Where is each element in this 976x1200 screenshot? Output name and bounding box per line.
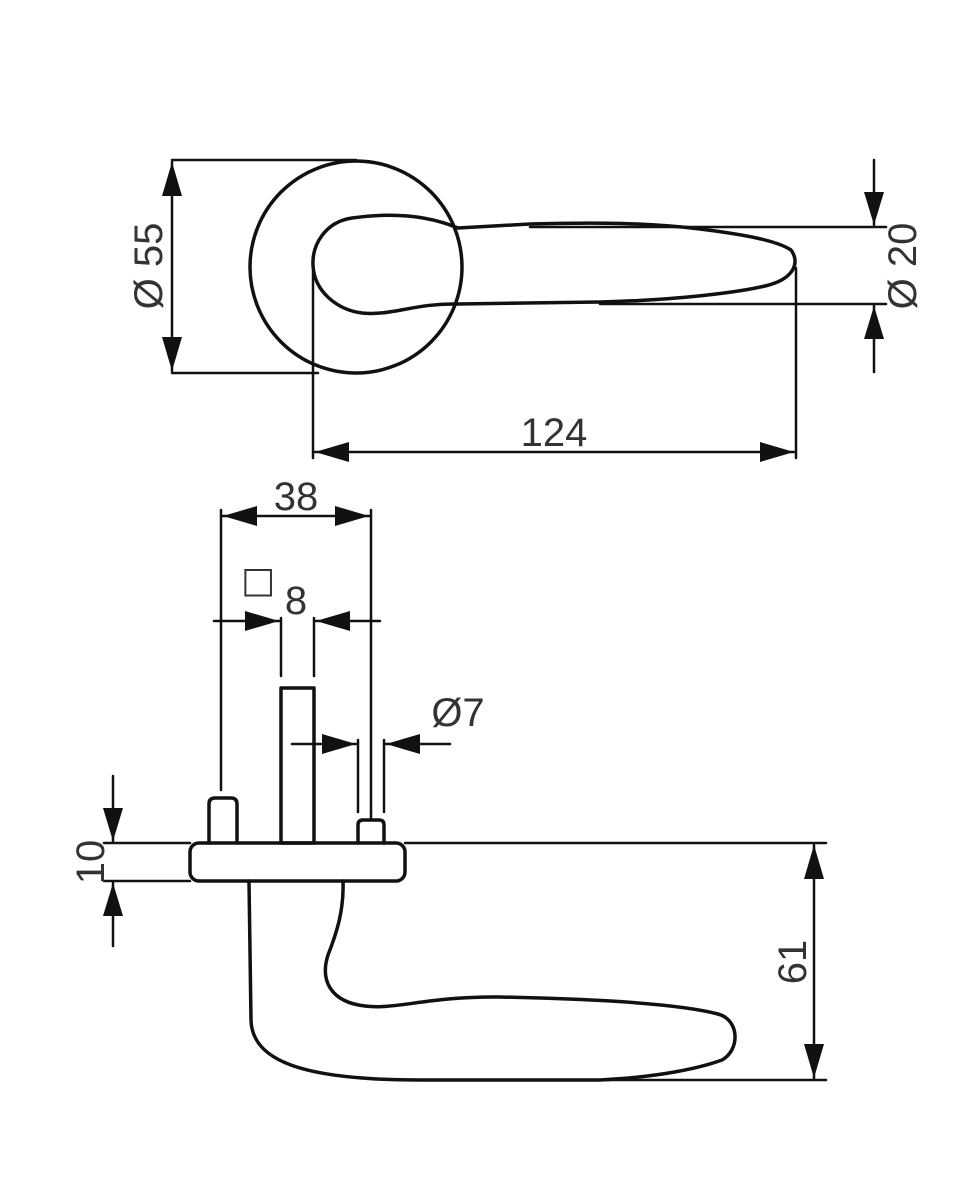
dim-10-arrow-top (103, 808, 123, 841)
side-view: 38 □ 8 Ø7 10 61 (69, 475, 828, 1082)
dim-55-arrow-bottom (162, 337, 182, 371)
dim-55-arrow-top (162, 162, 182, 196)
dim-124-label: 124 (521, 411, 588, 455)
dim-8-arrow-left (245, 611, 279, 631)
fixing-pin-left (207, 796, 239, 845)
dim-20-label: Ø 20 (881, 223, 925, 310)
dim-55-label: Ø 55 (127, 223, 171, 310)
dim-10-label: 10 (69, 840, 113, 885)
dim-38-arrow-right (335, 506, 369, 526)
square-symbol: □ (241, 560, 275, 601)
dim-8-arrow-right (316, 611, 350, 631)
dim-20-arrow-bottom (864, 306, 884, 339)
dim-20-arrow-top (864, 192, 884, 225)
dim-61-arrow-top (804, 845, 824, 879)
dim-124-arrow-right (760, 442, 794, 462)
rose-plate (188, 841, 407, 883)
dim-7-label: Ø7 (431, 691, 484, 735)
top-view: Ø 55 Ø 20 124 (127, 158, 925, 462)
dim-8-label: 8 (285, 579, 307, 623)
dim-61-arrow-bottom (804, 1044, 824, 1078)
dim-38-label: 38 (274, 475, 319, 519)
spindle (279, 686, 316, 845)
dim-10-arrow-bottom (103, 883, 123, 916)
lever-side-outline (247, 879, 737, 1082)
dim-124-arrow-left (315, 442, 349, 462)
dim-61-label: 61 (771, 940, 815, 985)
lever-top-outline (311, 213, 797, 316)
dim-38-arrow-left (223, 506, 257, 526)
rose-outline (248, 159, 464, 375)
dim-7-arrow-left (322, 734, 356, 754)
dim-7-arrow-right (386, 734, 420, 754)
fixing-pin-right (356, 818, 386, 845)
